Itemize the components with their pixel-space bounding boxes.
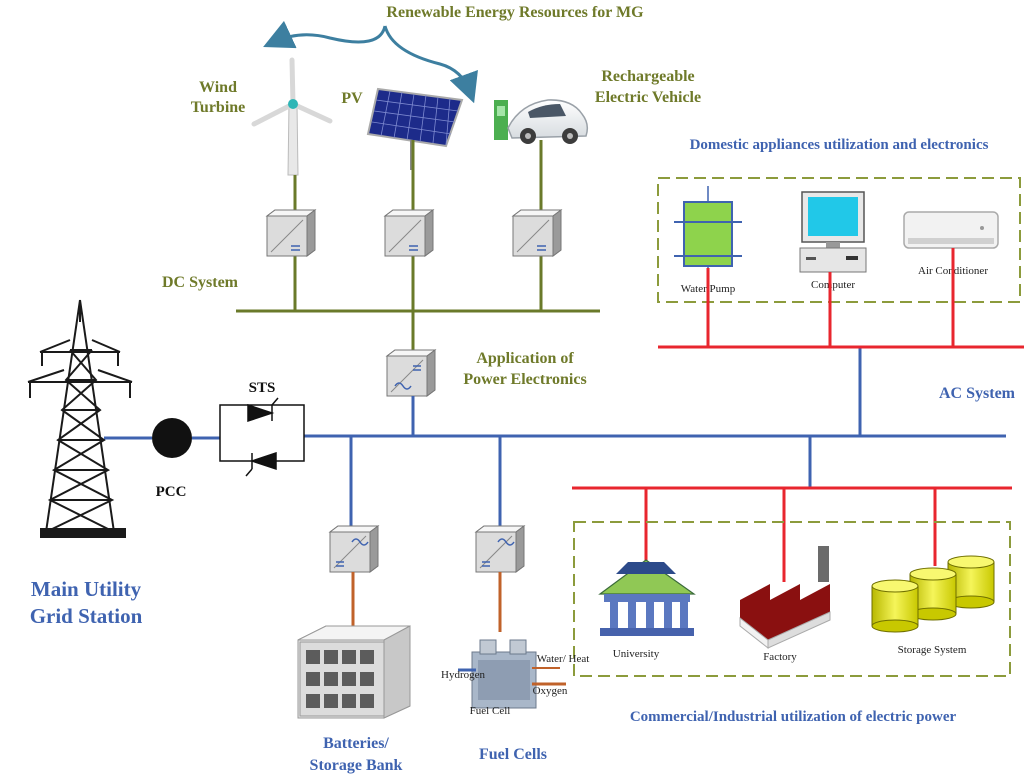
converter-dc-ac [386, 349, 436, 397]
main-grid-label-2: Grid Station [30, 604, 143, 628]
domestic-label: Domestic appliances utilization and elec… [690, 137, 989, 153]
converter-fuel-cell [475, 525, 525, 573]
app-pe-label-1: Application of [476, 350, 574, 367]
pcc-node [152, 418, 192, 458]
pcc-label: PCC [156, 484, 187, 500]
converter-battery [329, 525, 379, 573]
computer-icon [799, 191, 867, 273]
fc-oxygen-label: Oxygen [533, 685, 568, 697]
ev-label-1: Rechargeable [601, 68, 694, 85]
university-label: University [613, 648, 660, 660]
commercial-box [573, 521, 1011, 677]
ac-bus-lines [104, 347, 1006, 528]
ev-label-2: Electric Vehicle [595, 89, 701, 106]
main-grid-label-1: Main Utility [31, 577, 142, 601]
air-conditioner-icon [903, 211, 999, 249]
storage-system-label: Storage System [898, 644, 967, 656]
converter-wind [266, 209, 316, 257]
converter-ev [512, 209, 562, 257]
dc-system-lines [236, 140, 600, 352]
commercial-label: Commercial/Industrial utilization of ele… [630, 709, 957, 725]
title: Renewable Energy Resources for MG [386, 4, 644, 21]
pv-label: PV [341, 90, 363, 107]
sts-label: STS [249, 380, 276, 396]
sts-thyristor-icon [219, 397, 305, 477]
fc-water-label: Water/ Heat [537, 653, 590, 665]
wind-turbine-label-1: Wind [199, 79, 237, 96]
water-pump-icon [674, 186, 742, 268]
commercial-load-bus [572, 486, 1012, 582]
factory-icon [739, 546, 831, 650]
ac-system-label: AC System [939, 385, 1016, 402]
storage-links [351, 572, 502, 632]
arrow-left [263, 20, 387, 49]
tower-base [40, 528, 126, 538]
battery-bank-icon [297, 625, 411, 719]
electric-vehicle-icon [494, 99, 589, 144]
wind-turbine-label-2: Turbine [191, 99, 246, 116]
converter-pv [384, 209, 434, 257]
wind-turbine-icon [251, 57, 333, 176]
domestic-box [657, 177, 1021, 303]
app-pe-label-2: Power Electronics [463, 371, 586, 388]
computer-label: Computer [811, 279, 855, 291]
dc-system-label: DC System [162, 274, 239, 291]
factory-label: Factory [763, 651, 797, 663]
domestic-load-bus [658, 248, 1024, 349]
university-icon [598, 559, 696, 636]
arrow-right [383, 25, 478, 104]
fuel-cells-label: Fuel Cells [479, 746, 547, 763]
transmission-tower-icon [27, 299, 133, 533]
fuel-cell-icon [458, 639, 566, 709]
fc-hydrogen-label: Hydrogen [441, 669, 485, 681]
batteries-label-2: Storage Bank [310, 757, 403, 774]
batteries-label-1: Batteries/ [323, 735, 389, 752]
pv-panel-icon [366, 87, 464, 170]
storage-tanks-icon [871, 555, 995, 633]
fc-fuel-label: Fuel Cell [470, 705, 511, 717]
